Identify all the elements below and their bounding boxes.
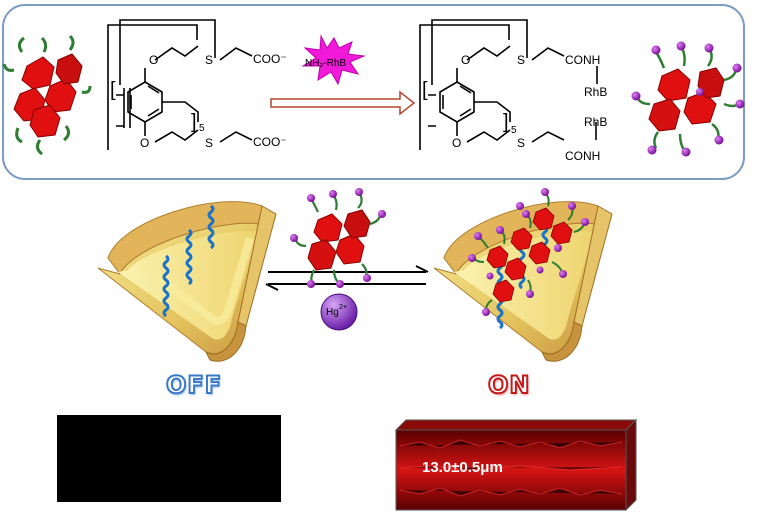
mercury-ion-charge: 2+ [339,304,347,311]
reagent-label: NH₂-RhB [305,58,346,69]
oxygen-label-top-right: O [461,53,470,67]
pillarene-cartoon-left [2,34,92,156]
equilibrium-arrows [265,265,429,291]
oxygen-label-bottom-left: O [140,136,149,150]
oxygen-label-top-left: O [149,53,158,67]
structure-right [419,19,598,150]
bracket-left-open: [ [110,79,116,101]
nanochannel-off [97,201,277,362]
structure-left [107,19,253,150]
confocal-image-on [394,418,638,512]
state-off-label: OFF [165,370,223,400]
sulfur-label-top-right: S [517,53,525,67]
assembled-complexes-on [468,188,589,330]
reaction-box [2,4,745,180]
sulfur-label-top-left: S [205,53,213,67]
dye-label-top: RhB [584,85,607,99]
dye-label-bottom: RhB [584,115,607,129]
bracket-left-close: ] [191,111,197,133]
carboxylate-label-bottom: COO⁻ [253,135,287,149]
bracket-right-open: [ [422,79,428,101]
thickness-measurement: 13.0±0.5μm [422,459,503,476]
pillarene-cartoon-right [631,41,745,157]
mercury-ion-ball [320,293,358,331]
confocal-image-off [57,415,281,502]
reaction-arrow [270,90,416,116]
bracket-right-close: ] [503,111,509,133]
reagent-starburst [301,34,366,86]
amide-label-top: CONH [565,53,600,67]
amide-label-bottom: CONH [565,149,600,163]
carboxylate-label-top: COO⁻ [253,52,287,66]
state-on-label: ON [487,370,531,400]
repeat-n-right: 5 [511,125,517,136]
pillarene-cartoon-middle [290,188,386,288]
oxygen-label-bottom-right: O [452,136,461,150]
dna-strands-off [162,204,215,318]
repeat-n-left: 5 [199,123,205,134]
sulfur-label-bottom-left: S [205,136,213,150]
mercury-ion-label: Hg [326,307,339,318]
sulfur-label-bottom-right: S [517,136,525,150]
